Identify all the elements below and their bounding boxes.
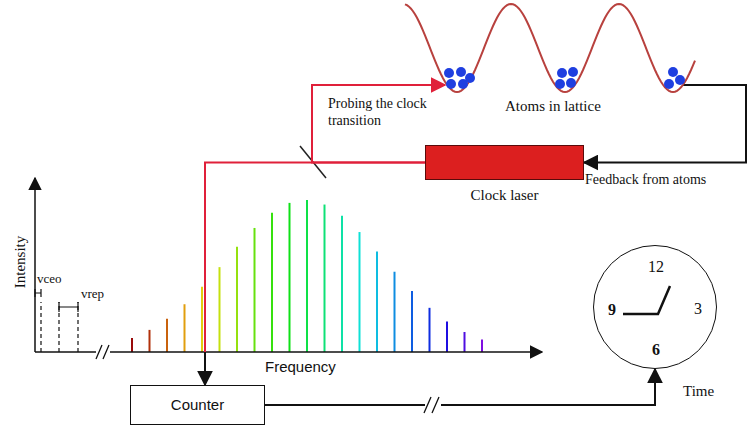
comb-tooth (394, 272, 396, 352)
axis-break (96, 345, 109, 359)
atom (444, 68, 454, 78)
comb-tooth (411, 291, 413, 352)
laser-body (425, 145, 584, 180)
comb-tooth (236, 247, 238, 352)
axis-title: Intensity (12, 236, 29, 289)
edge-label: Probing the clock transition (328, 96, 453, 130)
comb-tooth (446, 322, 448, 352)
ceo-label: vceo (37, 271, 62, 287)
line-break (424, 397, 439, 413)
rep-bracket (59, 302, 78, 312)
comb-teeth (132, 200, 482, 352)
clock-numeral: 6 (652, 341, 660, 359)
node-label: Atoms in lattice (505, 98, 601, 115)
comb-tooth (184, 304, 186, 352)
comb-tooth (166, 319, 168, 352)
beam-connector (584, 85, 746, 163)
comb-tooth (254, 228, 256, 352)
frequency-axis (35, 351, 542, 353)
comb-tooth (481, 339, 483, 352)
atom (566, 78, 576, 88)
comb-tooth (149, 330, 151, 352)
connector-path (584, 85, 746, 163)
clock-hand (623, 286, 670, 314)
axis-title: Frequency (265, 358, 336, 375)
comb-tooth (376, 251, 378, 352)
clock-face: 12 3 6 9 (593, 245, 717, 369)
node-label: Clock laser (425, 187, 584, 204)
comb-tooth (429, 308, 431, 352)
clock-numeral: 9 (608, 301, 616, 319)
edge-label: Feedback from atoms (585, 172, 745, 189)
comb-tooth (201, 287, 203, 352)
ceo-bracket (35, 289, 41, 297)
atom (675, 75, 685, 85)
connector-path (205, 163, 425, 353)
dashed-tooth (40, 302, 41, 352)
comb-tooth (341, 216, 343, 352)
connector-path (204, 352, 206, 385)
comb-tooth (324, 205, 326, 352)
atom (465, 73, 475, 83)
rep-label: vrep (81, 286, 104, 302)
counter-box: Counter (130, 385, 265, 425)
atom (557, 68, 567, 78)
clock-numeral: 12 (648, 258, 664, 276)
time-label: Time (683, 383, 714, 400)
comb-tooth (306, 200, 308, 352)
clock-numeral: 3 (694, 300, 702, 318)
comb-tooth (271, 213, 273, 352)
intensity-axis (34, 178, 36, 352)
node-label: Counter (171, 396, 224, 413)
lattice-curve (405, 4, 695, 92)
comb-tooth (359, 232, 361, 352)
comb-tooth (464, 332, 466, 352)
comb-tooth (219, 267, 221, 352)
atom (555, 79, 565, 89)
comb-tooth (131, 338, 133, 352)
atom (568, 67, 578, 77)
comb-tooth (289, 203, 291, 352)
atom (668, 67, 678, 77)
clock-laser: Clock laser (425, 145, 584, 204)
atom (446, 79, 456, 89)
atom (456, 67, 466, 77)
atom (664, 79, 674, 89)
beam-connector (205, 163, 425, 386)
